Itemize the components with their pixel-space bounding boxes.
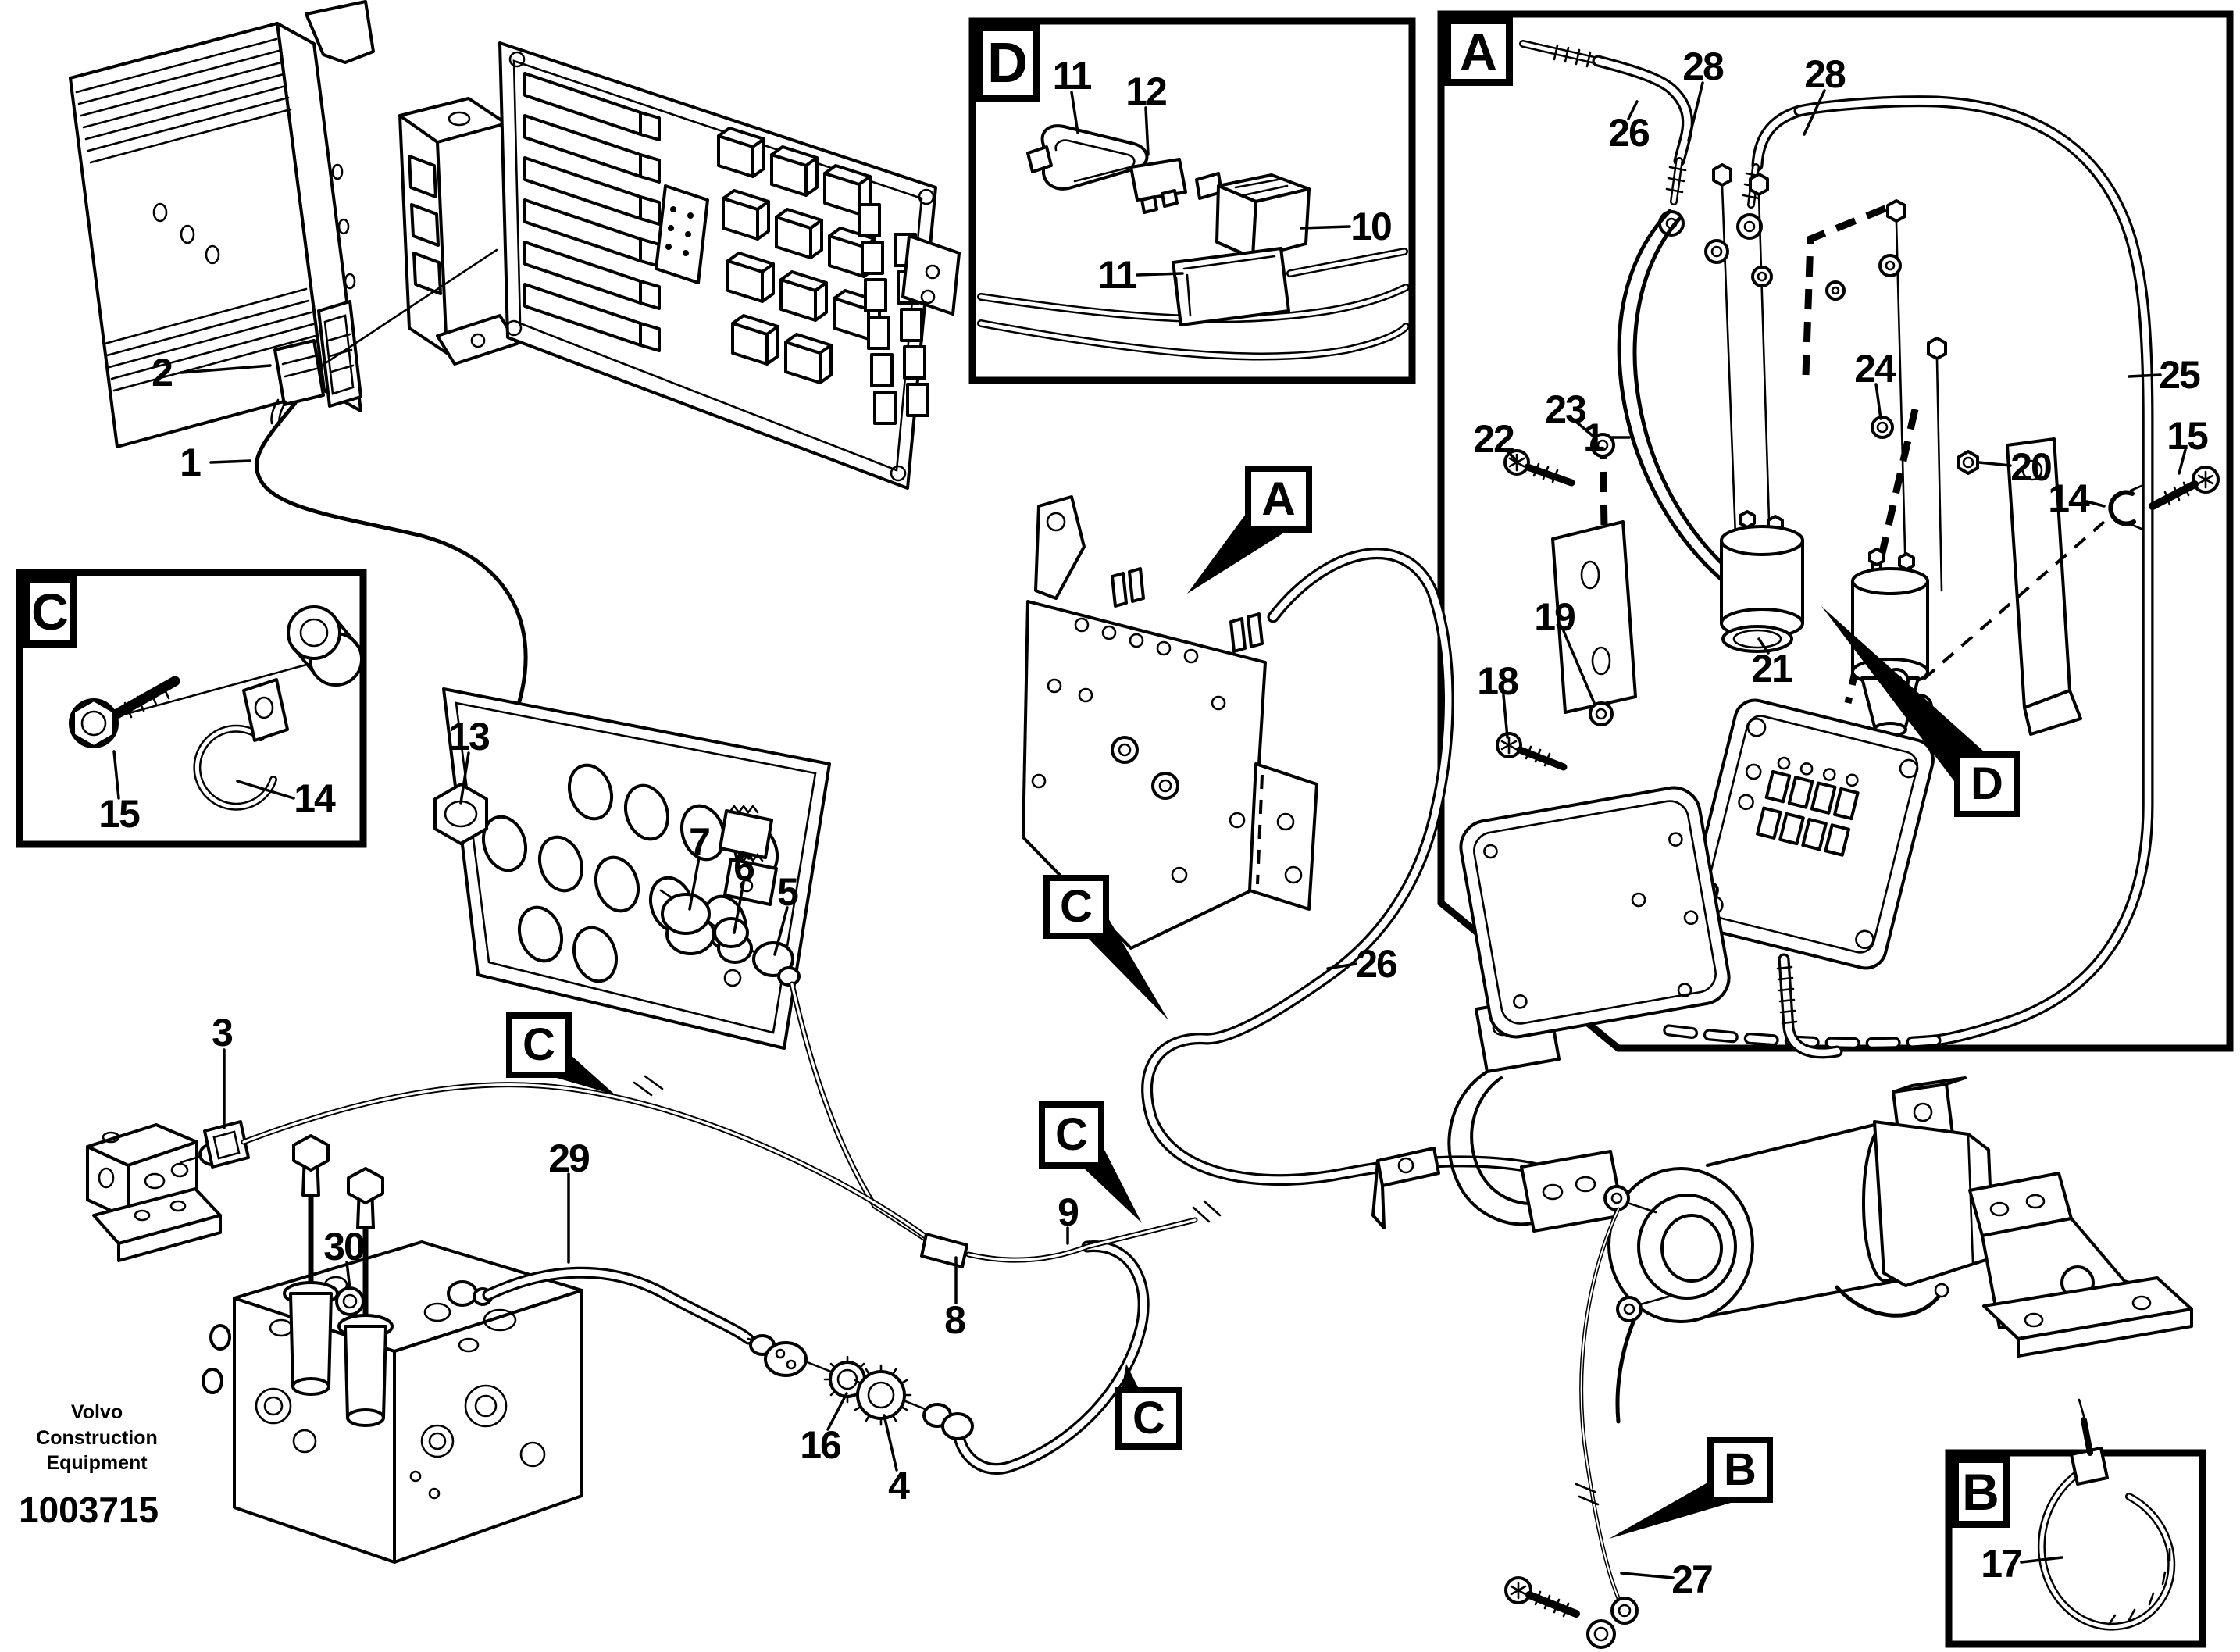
- part-label-20: 20: [2010, 445, 2053, 489]
- callout-b-tile: B: [1952, 1456, 2010, 1528]
- callout-c-tile: C: [23, 576, 77, 648]
- part-label-27: 27: [1671, 1557, 1714, 1601]
- part-label-17: 17: [1981, 1542, 2023, 1586]
- part-label-26: 26: [1608, 111, 1650, 155]
- hose-fittings: [747, 1217, 1198, 1475]
- callout-b-pointer: B: [1707, 1437, 1773, 1503]
- mounting-plate: [1022, 495, 1318, 950]
- part-label-6: 6: [733, 845, 755, 889]
- part-label-11: 11: [1097, 253, 1138, 297]
- callout-a-tile: A: [1444, 17, 1513, 86]
- callout-c-pointer: C: [506, 1012, 572, 1078]
- callout-d-tile: D: [976, 24, 1040, 102]
- part-label-13: 13: [448, 715, 490, 758]
- detail-a-contactor-assembly: [1459, 40, 2220, 1059]
- part-label-22: 22: [1473, 417, 1515, 461]
- callout-a-pointer: A: [1245, 466, 1312, 533]
- valve-block: [202, 1134, 754, 1564]
- part-label-28: 28: [1682, 45, 1725, 88]
- saddle-clamp-bracket: [1371, 995, 1625, 1233]
- part-label-11: 11: [1052, 54, 1093, 98]
- pipe-break-marks: [633, 1075, 1600, 1506]
- callout-c-pointer: C: [1039, 1101, 1104, 1169]
- part-label-8: 8: [944, 1298, 966, 1342]
- brand-block: Volvo Construction Equipment 1003715: [8, 1400, 186, 1531]
- callout-c-pointer: C: [1043, 875, 1109, 939]
- part-label-24: 24: [1854, 347, 1896, 391]
- brand-line-2: Equipment: [46, 1452, 148, 1474]
- console-panel: [433, 687, 831, 1050]
- part-label-29: 29: [548, 1136, 590, 1180]
- pump-motor: [1504, 1076, 2193, 1649]
- detail-b-cable-tie: [2037, 1398, 2176, 1631]
- mounting-bracket: [398, 97, 519, 366]
- part-label-5: 5: [777, 870, 799, 914]
- part-label-15: 15: [98, 792, 141, 836]
- part-label-30: 30: [323, 1225, 366, 1268]
- part-label-1: 1: [1583, 416, 1605, 459]
- bulkhead-fittings: [659, 889, 940, 1250]
- callout-d-pointer: D: [1954, 751, 2020, 817]
- detail-c-clamp: [69, 605, 363, 811]
- part-label-23: 23: [1545, 387, 1587, 431]
- part-label-21: 21: [1751, 647, 1793, 690]
- brand-line-1: Volvo Construction: [36, 1401, 158, 1449]
- part-label-2: 2: [152, 351, 173, 394]
- part-label-15: 15: [2167, 414, 2209, 458]
- shuttle-valve: [86, 1082, 944, 1262]
- part-label-12: 12: [1125, 70, 1168, 113]
- part-label-14: 14: [294, 776, 336, 820]
- part-label-18: 18: [1477, 659, 1519, 703]
- ecu-module: [69, 0, 375, 448]
- relay-board: [498, 41, 961, 490]
- part-label-10: 10: [1350, 205, 1393, 248]
- callout-pointers: [551, 511, 1984, 1539]
- part-label-26: 26: [1356, 942, 1398, 986]
- callout-c-pointer: C: [1115, 1387, 1182, 1450]
- part-label-3: 3: [212, 1011, 234, 1054]
- part-label-19: 19: [1534, 595, 1576, 639]
- part-label-28: 28: [1804, 52, 1846, 96]
- part-label-16: 16: [800, 1423, 842, 1467]
- part-label-4: 4: [888, 1464, 910, 1507]
- part-label-14: 14: [2048, 476, 2090, 520]
- part-label-1: 1: [180, 441, 202, 484]
- part-label-7: 7: [689, 820, 711, 864]
- part-label-9: 9: [1058, 1190, 1079, 1234]
- part-label-25: 25: [2159, 353, 2201, 397]
- hose-26: [1141, 548, 1617, 1209]
- figure-number: 1003715: [19, 1489, 159, 1530]
- detail-d-fuse-holder: [977, 124, 1410, 361]
- leader-lines: [112, 81, 2187, 1579]
